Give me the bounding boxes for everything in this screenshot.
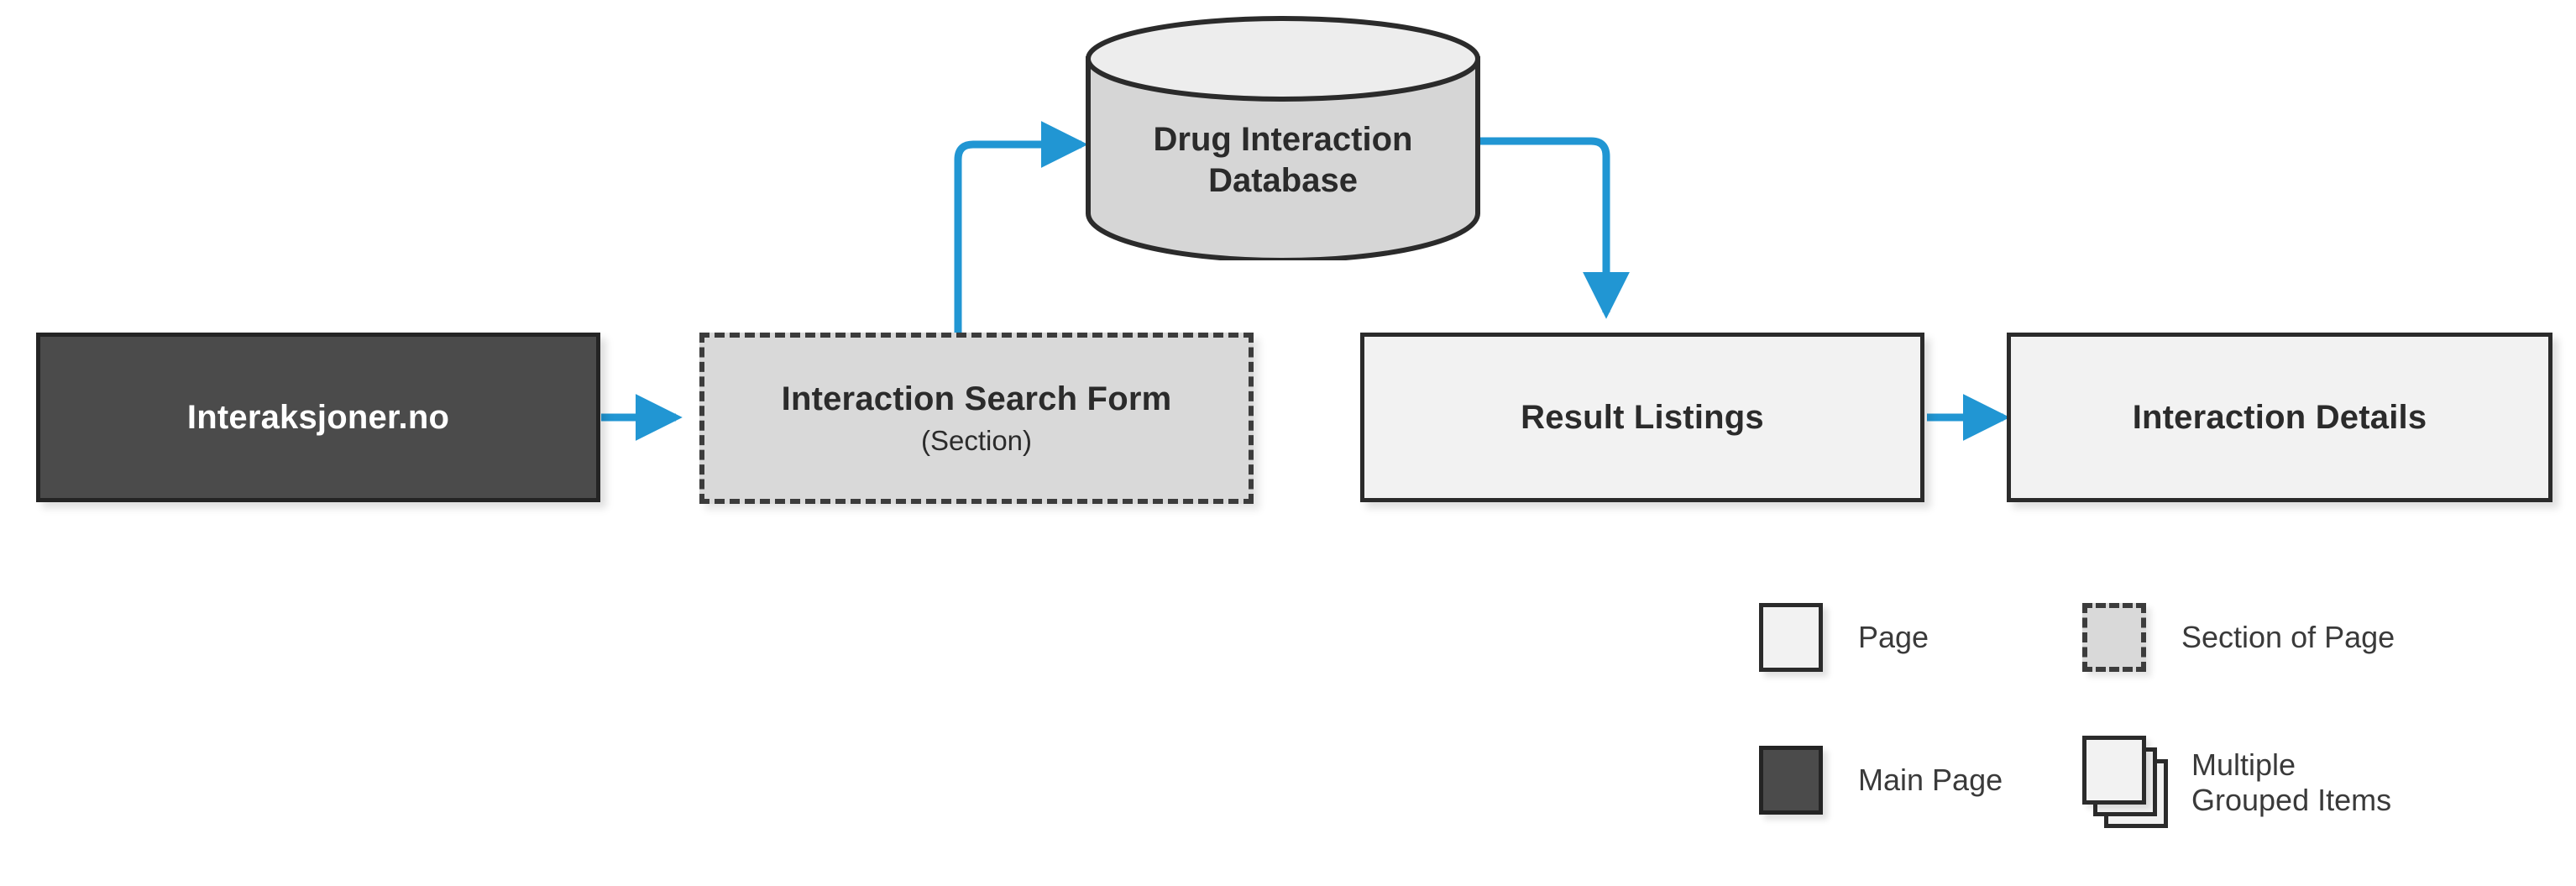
legend-item-main-page: Main Page [1759, 746, 2003, 815]
node-interaction-details[interactable]: Interaction Details [2007, 333, 2552, 502]
page-swatch-icon [1759, 603, 1823, 672]
legend-item-multiple-grouped-items-label: Multiple Grouped Items [2191, 747, 2392, 817]
legend-item-multiple-grouped-items: Multiple Grouped Items [2082, 736, 2391, 830]
node-main-page-label: Interaksjoner.no [186, 399, 450, 436]
edge-database-to-results [1479, 137, 1630, 319]
legend-item-page-label: Page [1858, 619, 1929, 654]
grouped-items-swatch-icon [2082, 736, 2170, 830]
node-interaction-search-form[interactable]: Interaction Search Form (Section) [699, 333, 1254, 504]
legend-item-section-of-page: Section of Page [2082, 603, 2395, 672]
legend-item-section-of-page-label: Section of Page [2181, 619, 2395, 654]
database-cylinder-icon [1086, 16, 1480, 260]
section-swatch-icon [2082, 603, 2146, 672]
node-result-listings-label: Result Listings [1521, 399, 1764, 436]
legend-item-main-page-label: Main Page [1858, 762, 2003, 797]
legend: Page Section of Page Main Page Multiple … [1759, 603, 2565, 872]
node-drug-interaction-database-label: Drug Interaction Database [1153, 121, 1413, 199]
main-page-swatch-icon [1759, 746, 1823, 815]
node-drug-interaction-database[interactable]: Drug Interaction Database [1081, 12, 1484, 260]
edge-search-to-database [954, 121, 1088, 334]
node-interaction-search-form-label: Interaction Search Form [781, 380, 1172, 417]
node-main-page[interactable]: Interaksjoner.no [36, 333, 600, 502]
node-interaction-search-form-sublabel: (Section) [920, 424, 1033, 456]
node-result-listings[interactable]: Result Listings [1360, 333, 1924, 502]
legend-item-page: Page [1759, 603, 1929, 672]
node-interaction-details-label: Interaction Details [2132, 399, 2427, 436]
